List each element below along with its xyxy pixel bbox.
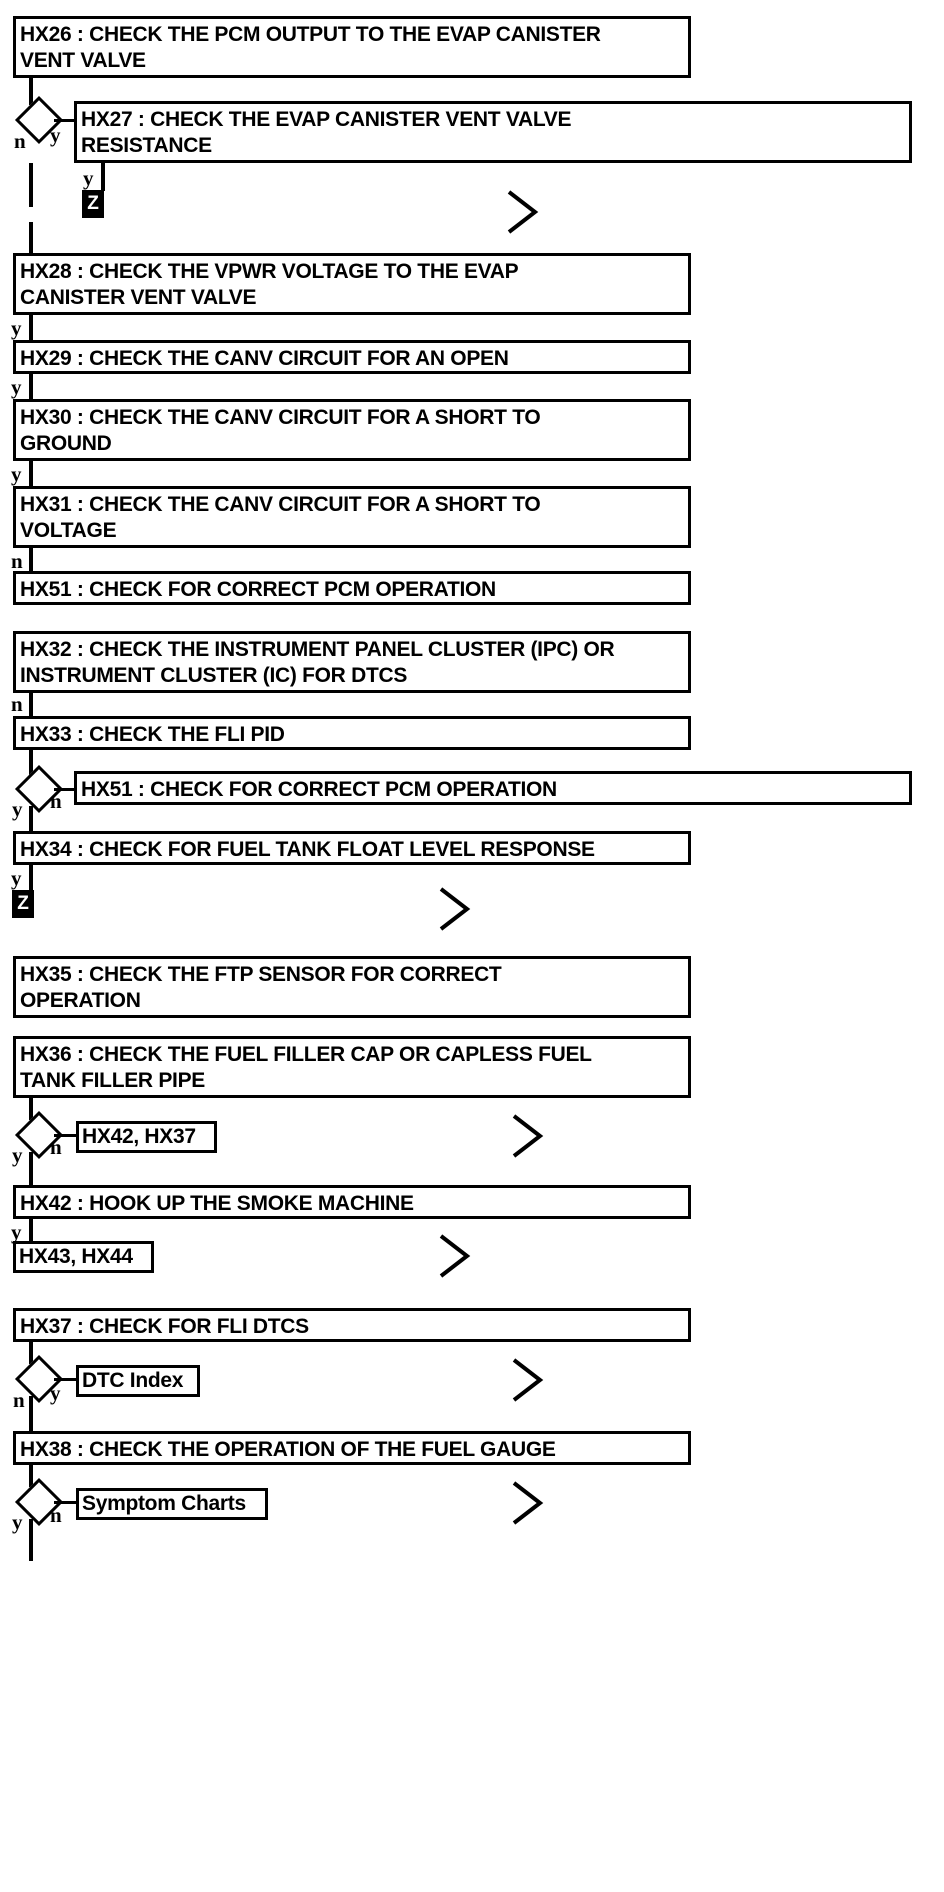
- reference-box-symptom-charts[interactable]: Symptom Charts: [76, 1488, 268, 1520]
- offpage-tag-z-mid[interactable]: Z: [12, 890, 34, 918]
- branch-label-no-hx32: n: [11, 692, 23, 716]
- edge-hx31-to-hx51a: [29, 548, 33, 574]
- branch-label-yes-hx42: y: [11, 1220, 22, 1244]
- step-box-hx28[interactable]: HX28 : CHECK THE VPWR VOLTAGE TO THE EVA…: [13, 253, 691, 315]
- goto-chevron-4[interactable]: [437, 1232, 471, 1280]
- edge-decision5-yes-trailing: [29, 1519, 33, 1561]
- edge-hx36-to-decision3: [29, 1098, 33, 1120]
- reference-box-dtc-index[interactable]: DTC Index: [76, 1365, 200, 1397]
- step-box-hx34[interactable]: HX34 : CHECK FOR FUEL TANK FLOAT LEVEL R…: [13, 831, 691, 865]
- branch-label-no-3: n: [50, 1135, 62, 1159]
- edge-hx28-to-hx29: [29, 315, 33, 341]
- edge-decision2-to-hx51b: [54, 788, 74, 791]
- reference-box-hx43-hx44[interactable]: HX43, HX44: [13, 1241, 154, 1273]
- edge-decision5-to-ref-symptom-charts: [54, 1501, 76, 1504]
- goto-chevron-2[interactable]: [437, 885, 471, 933]
- edge-hx30-to-hx31: [29, 461, 33, 487]
- step-box-hx51-b[interactable]: HX51 : CHECK FOR CORRECT PCM OPERATION: [74, 771, 912, 805]
- edge-decision4-no: [29, 1396, 33, 1432]
- edge-hx34-to-tag-z-mid: [29, 865, 33, 892]
- step-box-hx27[interactable]: HX27 : CHECK THE EVAP CANISTER VENT VALV…: [74, 101, 912, 163]
- branch-label-yes-hx30: y: [11, 462, 22, 486]
- branch-label-yes-5: y: [12, 1510, 23, 1534]
- goto-chevron-6[interactable]: [510, 1479, 544, 1527]
- step-box-hx51-a[interactable]: HX51 : CHECK FOR CORRECT PCM OPERATION: [13, 571, 691, 605]
- branch-label-no-5: n: [50, 1503, 62, 1527]
- branch-label-yes-2: y: [12, 797, 23, 821]
- edge-decision3-yes: [29, 1152, 33, 1186]
- goto-chevron-3[interactable]: [510, 1112, 544, 1160]
- edge-decision4-to-ref-dtc-index: [54, 1378, 76, 1381]
- step-box-hx36[interactable]: HX36 : CHECK THE FUEL FILLER CAP OR CAPL…: [13, 1036, 691, 1098]
- edge-decision2-yes: [29, 806, 33, 832]
- step-box-hx33[interactable]: HX33 : CHECK THE FLI PID: [13, 716, 691, 750]
- step-box-hx31[interactable]: HX31 : CHECK THE CANV CIRCUIT FOR A SHOR…: [13, 486, 691, 548]
- edge-hx42-to-ref-hx43-hx44: [29, 1219, 33, 1247]
- edge-hx27-to-tag-z-top: [101, 163, 105, 191]
- step-box-hx30[interactable]: HX30 : CHECK THE CANV CIRCUIT FOR A SHOR…: [13, 399, 691, 461]
- edge-hx29-to-hx30: [29, 374, 33, 400]
- branch-label-no-4: n: [13, 1388, 25, 1412]
- edge-hx37-to-decision4: [29, 1342, 33, 1364]
- branch-label-yes-hx28: y: [11, 316, 22, 340]
- edge-decision1-no-1: [29, 163, 33, 207]
- step-box-hx42[interactable]: HX42 : HOOK UP THE SMOKE MACHINE: [13, 1185, 691, 1219]
- step-box-hx32[interactable]: HX32 : CHECK THE INSTRUMENT PANEL CLUSTE…: [13, 631, 691, 693]
- branch-label-yes-hx29: y: [11, 375, 22, 399]
- branch-label-no-2: n: [50, 789, 62, 813]
- branch-label-yes-4: y: [50, 1381, 61, 1405]
- branch-label-yes-hx27: y: [83, 166, 94, 190]
- edge-decision3-to-ref-hx42-hx37: [54, 1134, 76, 1137]
- step-box-hx35[interactable]: HX35 : CHECK THE FTP SENSOR FOR CORRECT …: [13, 956, 691, 1018]
- offpage-tag-z-top[interactable]: Z: [82, 190, 104, 218]
- step-box-hx29[interactable]: HX29 : CHECK THE CANV CIRCUIT FOR AN OPE…: [13, 340, 691, 374]
- branch-label-no-1: n: [14, 129, 26, 153]
- edge-hx33-to-decision2: [29, 750, 33, 778]
- edge-decision1-no-2: [29, 222, 33, 254]
- goto-chevron-5[interactable]: [510, 1356, 544, 1404]
- edge-hx26-to-decision1: [29, 78, 33, 105]
- reference-box-hx42-hx37[interactable]: HX42, HX37: [76, 1121, 217, 1153]
- branch-label-yes-hx34: y: [11, 866, 22, 890]
- step-box-hx37[interactable]: HX37 : CHECK FOR FLI DTCS: [13, 1308, 691, 1342]
- step-box-hx26[interactable]: HX26 : CHECK THE PCM OUTPUT TO THE EVAP …: [13, 16, 691, 78]
- goto-chevron-1[interactable]: [505, 188, 539, 236]
- edge-hx38-to-decision5: [29, 1465, 33, 1487]
- edge-decision1-to-hx27: [54, 119, 74, 122]
- branch-label-yes-1: y: [50, 123, 61, 147]
- step-box-hx38[interactable]: HX38 : CHECK THE OPERATION OF THE FUEL G…: [13, 1431, 691, 1465]
- edge-hx32-to-hx33: [29, 693, 33, 719]
- branch-label-no-hx31: n: [11, 549, 23, 573]
- branch-label-yes-3: y: [12, 1143, 23, 1167]
